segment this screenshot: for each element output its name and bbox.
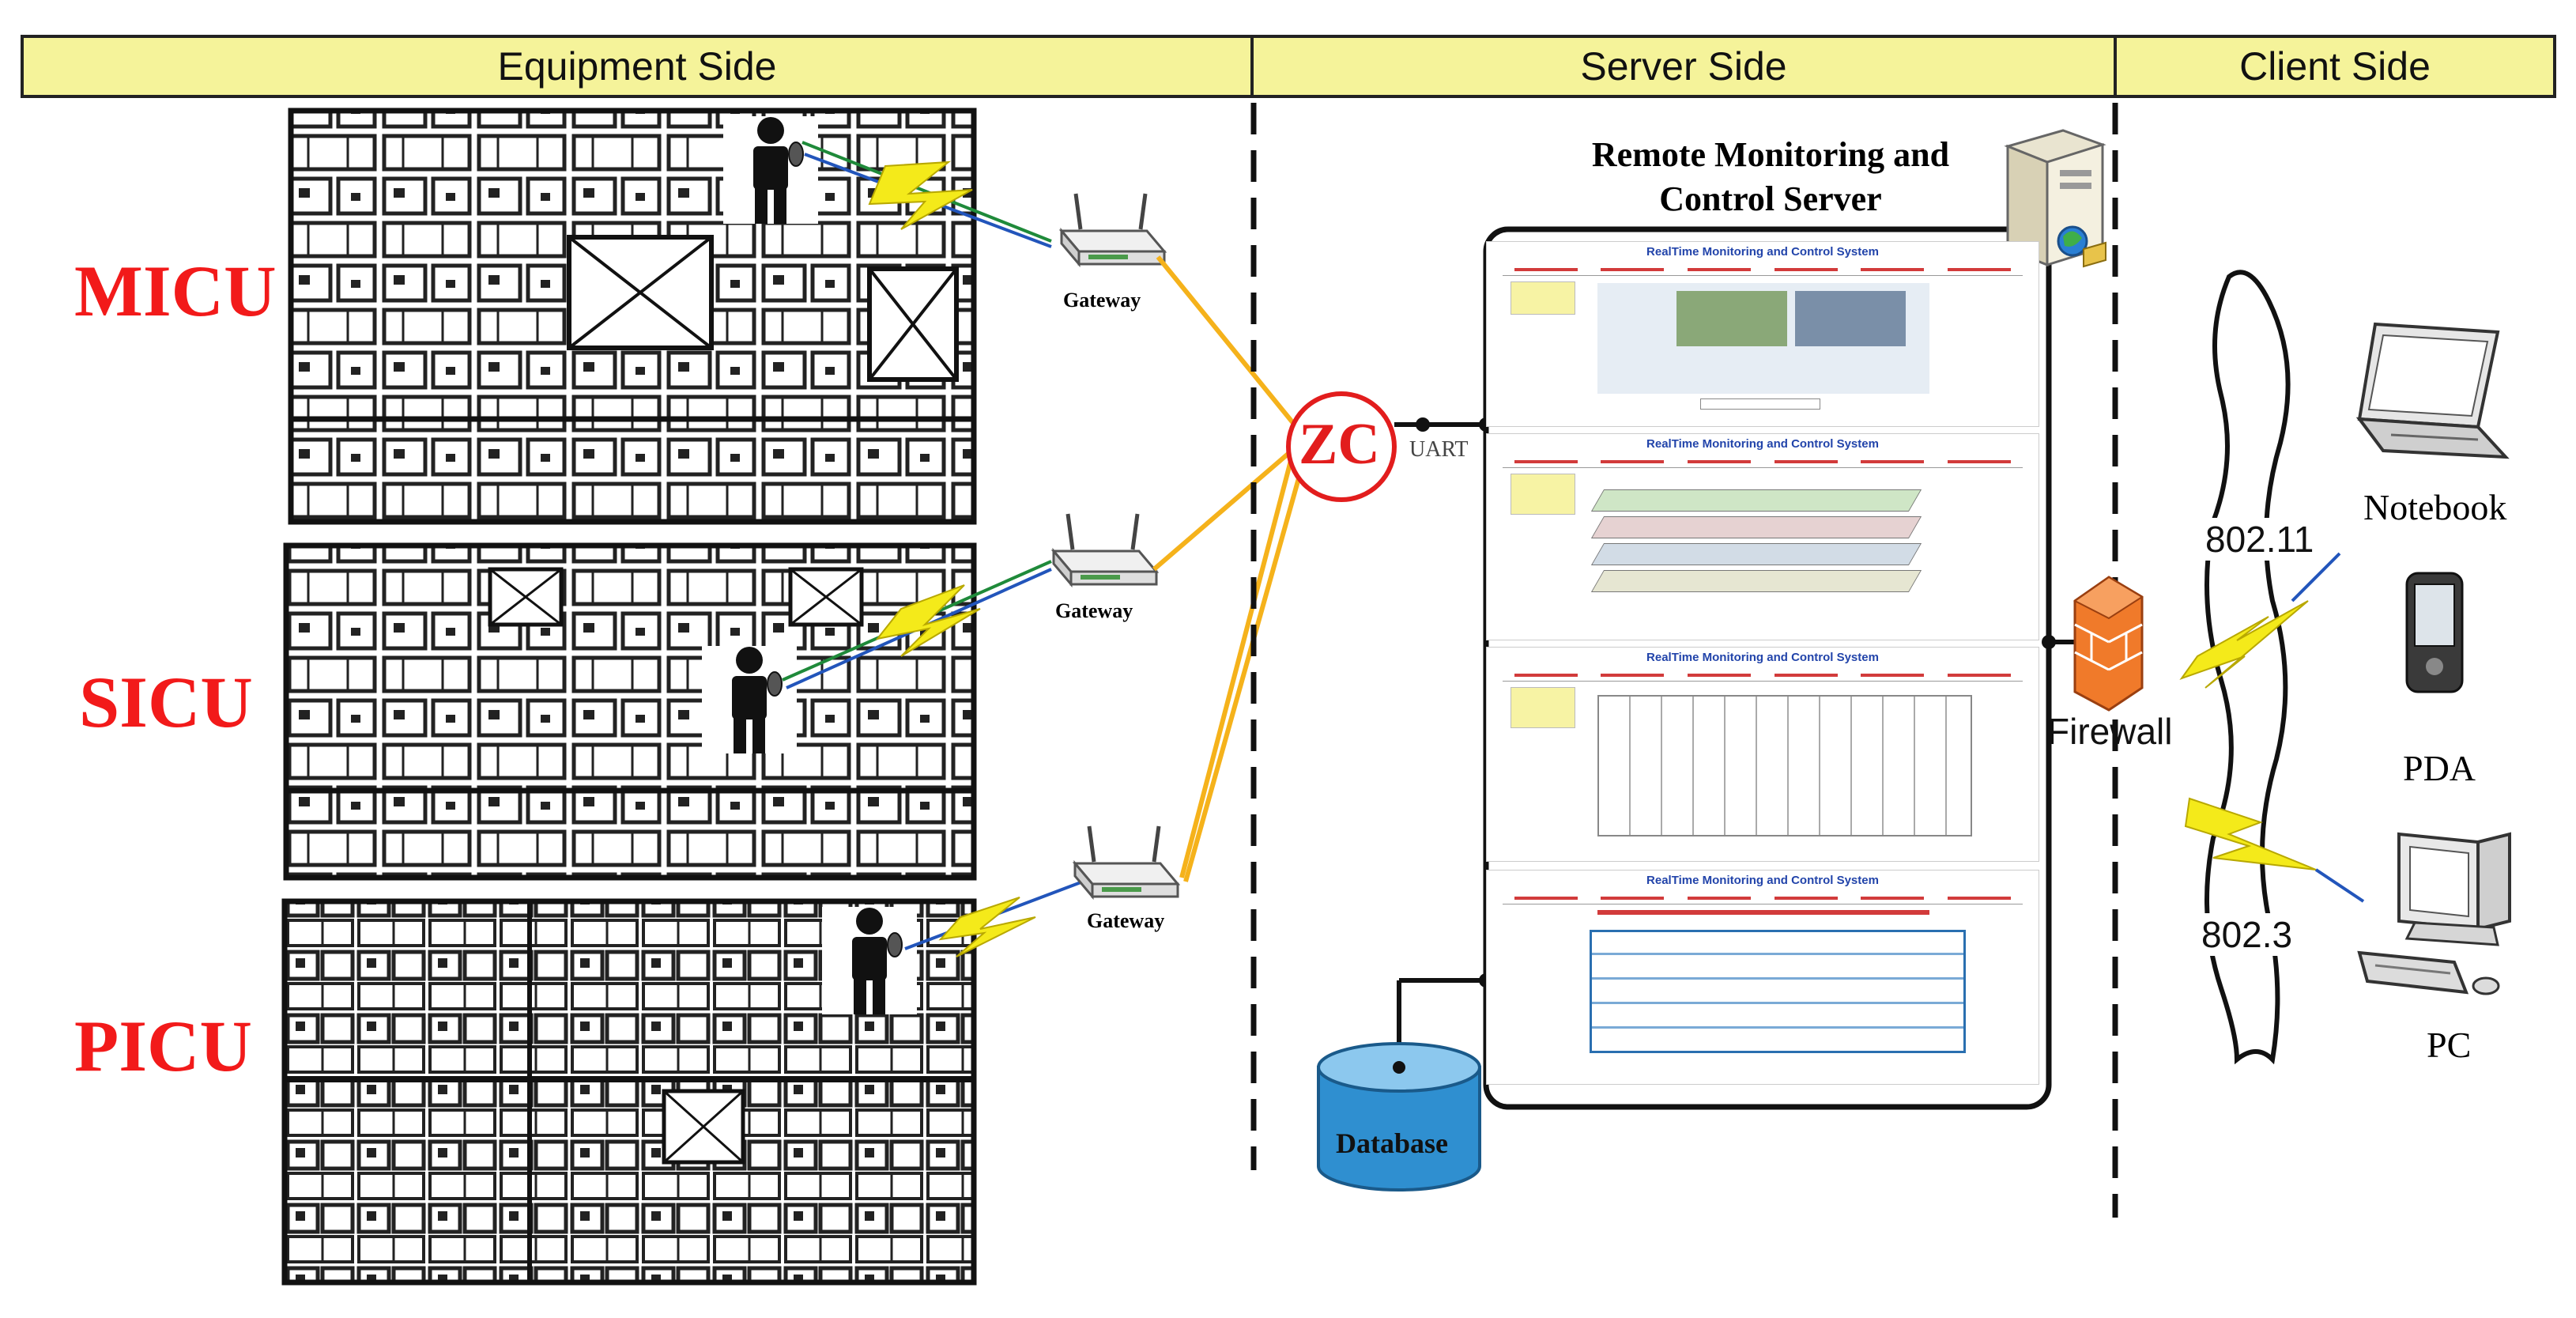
- server-title-line1: Remote Monitoring and: [1591, 135, 1950, 174]
- server-tower-icon: [2004, 129, 2106, 268]
- monitoring-screen: RealTime Monitoring and Control System: [1486, 647, 2039, 862]
- protocol-label-802-11: 802.11: [2205, 518, 2314, 561]
- patient-icon: [723, 116, 818, 224]
- client-label-pc: PC: [2427, 1025, 2472, 1065]
- screen-building-layers: [1590, 482, 1937, 616]
- header-client-label: Client Side: [2239, 44, 2431, 89]
- gateway-label: Gateway: [1055, 599, 1133, 622]
- monitoring-screen-title: RealTime Monitoring and Control System: [1646, 651, 1879, 664]
- header-equipment-side: Equipment Side: [21, 35, 1254, 98]
- header-equipment-label: Equipment Side: [497, 44, 777, 89]
- ward-label-micu: MICU: [74, 251, 277, 331]
- pda-icon: [2405, 572, 2464, 693]
- monitoring-screen: RealTime Monitoring and Control System: [1486, 433, 2039, 640]
- screen-alert-text: [1597, 910, 1929, 915]
- screen-menu-bar: [1503, 670, 2023, 682]
- monitoring-screen: RealTime Monitoring and Control System: [1486, 241, 2039, 427]
- screen-floorplan: [1590, 930, 1966, 1053]
- gateway-router-icon: [1072, 825, 1181, 901]
- notebook-icon: [2355, 322, 2510, 459]
- lightning-802-3-icon: [2184, 797, 2317, 870]
- link-to-pc: [2314, 868, 2365, 903]
- ward-label-picu: PICU: [74, 1006, 252, 1086]
- gateway-router-icon: [1050, 513, 1160, 588]
- uart-label: UART: [1409, 437, 1469, 462]
- server-title-line2: Control Server: [1659, 179, 1882, 218]
- client-label-notebook: Notebook: [2363, 487, 2507, 527]
- database-icon: [1317, 973, 1493, 1191]
- screen-menu-bar: [1503, 264, 2023, 276]
- screen-footer-buttons: [1700, 398, 1820, 410]
- zc-coordinator-icon: [1286, 391, 1397, 502]
- patient-icon: [702, 646, 797, 753]
- wireless-link-sicu: [782, 560, 1052, 689]
- screen-floorplan: [1597, 695, 1972, 836]
- header-server-side: Server Side: [1250, 35, 2117, 98]
- protocol-label-802-3: 802.3: [2201, 913, 2293, 956]
- screen-map-area: [1597, 283, 1929, 394]
- monitoring-screen-title: RealTime Monitoring and Control System: [1646, 874, 1879, 887]
- floorplan-micu: [288, 108, 977, 525]
- uart-connection: [1394, 417, 1493, 432]
- screen-legend-note: [1511, 687, 1575, 728]
- patient-icon: [822, 907, 917, 1014]
- wireless-link-picu: [904, 880, 1084, 957]
- monitoring-screen-title: RealTime Monitoring and Control System: [1646, 245, 1879, 259]
- gateway-zc-links: [1152, 255, 1307, 882]
- gateway-label: Gateway: [1087, 909, 1165, 932]
- gateway-router-icon: [1058, 193, 1167, 268]
- ward-label-sicu: SICU: [79, 662, 253, 742]
- header-client-side: Client Side: [2114, 35, 2556, 98]
- firewall-icon: [2042, 576, 2144, 712]
- screen-menu-bar: [1503, 456, 2023, 468]
- firewall-label: Firewall: [2047, 711, 2173, 752]
- database-label: Database: [1336, 1127, 1448, 1159]
- screen-legend-note: [1511, 474, 1575, 515]
- screen-menu-bar: [1503, 893, 2023, 904]
- wireless-link-micu: [801, 141, 1052, 248]
- zc-label: ZC: [1299, 412, 1380, 477]
- floorplan-sicu: [283, 542, 977, 881]
- pc-icon: [2357, 832, 2511, 995]
- link-to-notebook: [2291, 552, 2341, 602]
- server-title: Remote Monitoring and Control Server: [1541, 133, 2000, 221]
- lightning-802-11-icon: [2179, 600, 2309, 689]
- monitoring-screen-title: RealTime Monitoring and Control System: [1646, 437, 1879, 451]
- screen-legend-note: [1511, 281, 1575, 315]
- monitoring-screen: RealTime Monitoring and Control System: [1486, 870, 2039, 1085]
- client-label-pda: PDA: [2403, 748, 2476, 788]
- gateway-label: Gateway: [1063, 289, 1141, 312]
- header-server-label: Server Side: [1580, 44, 1787, 89]
